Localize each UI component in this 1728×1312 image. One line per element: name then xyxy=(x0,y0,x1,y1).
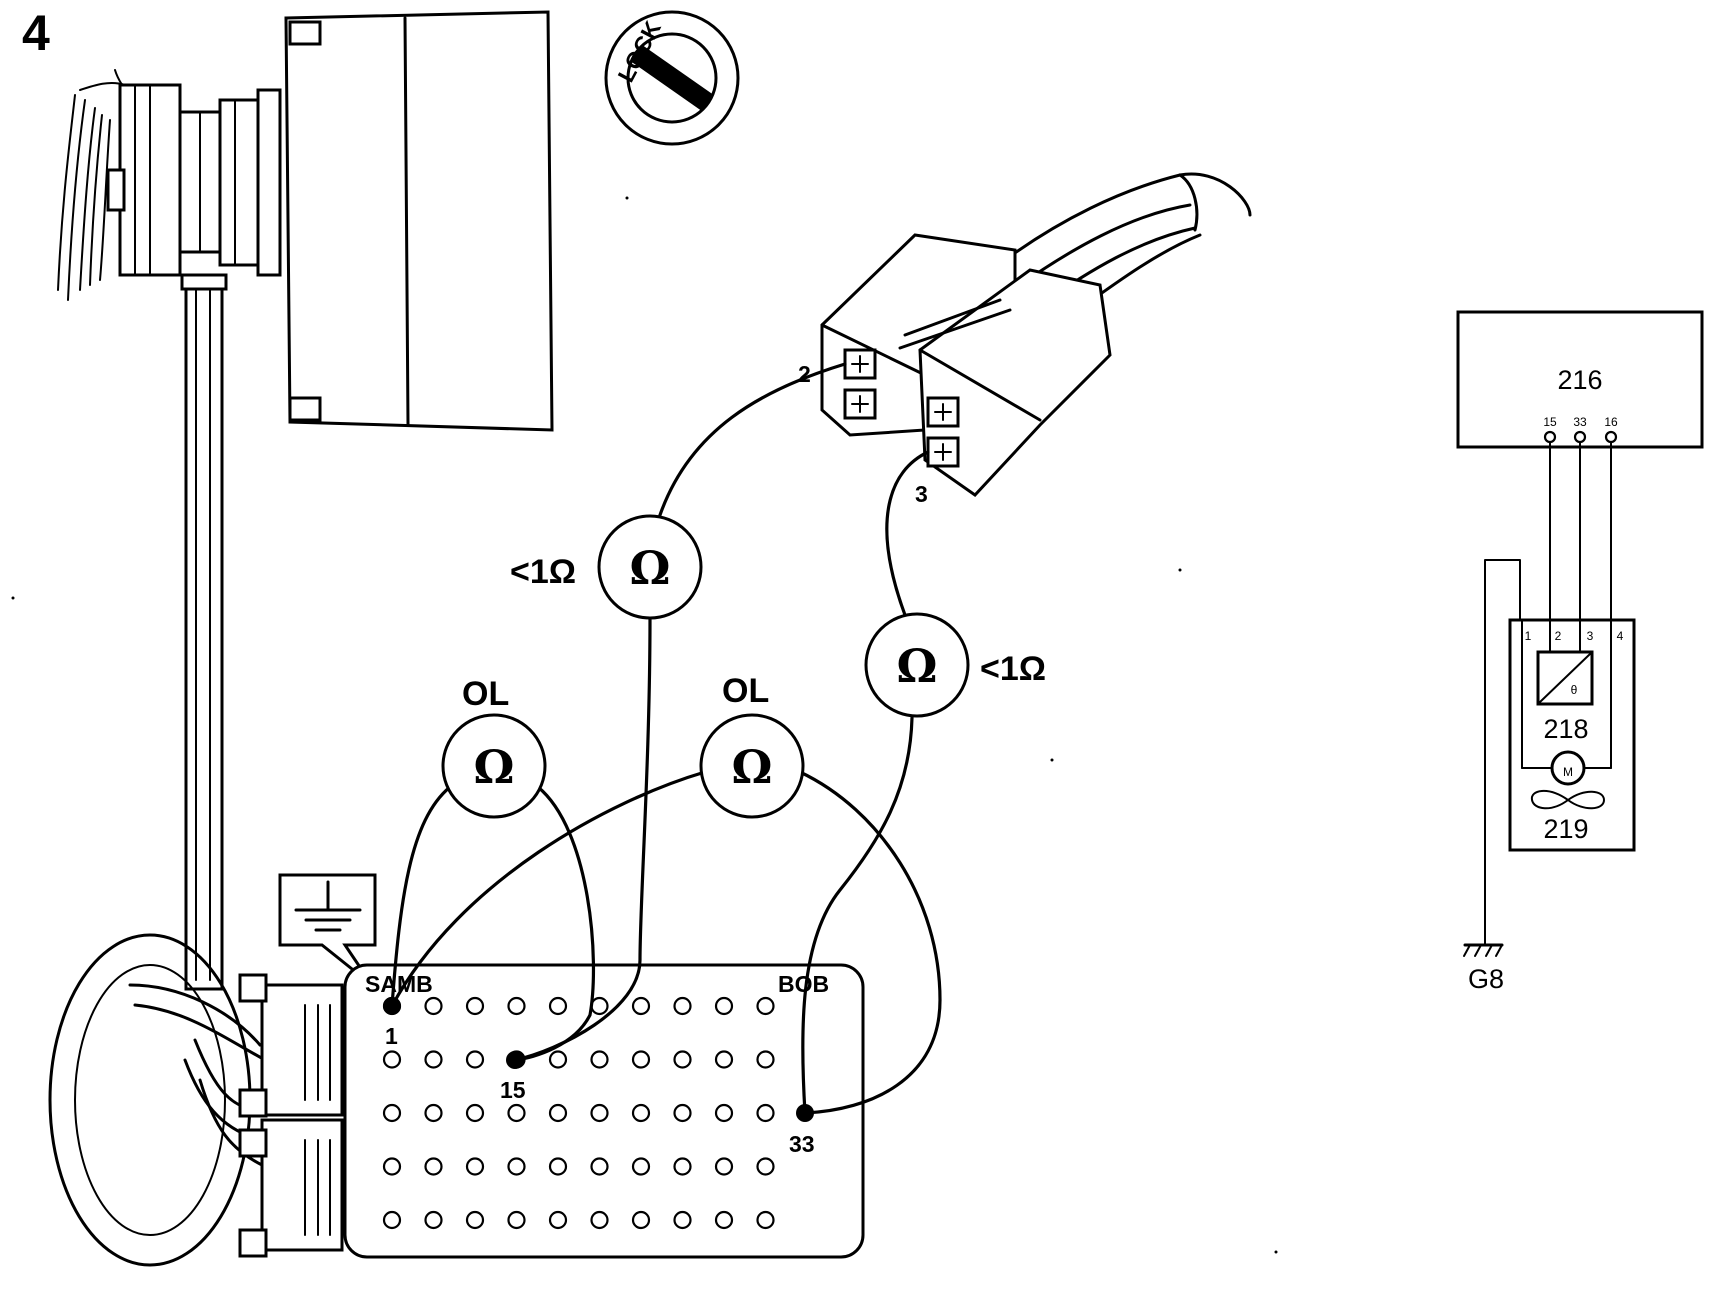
breakout-hole xyxy=(714,996,734,1016)
ohmmeter-3: Ω OL xyxy=(441,675,547,819)
breakout-hole xyxy=(424,996,443,1016)
breakout-hole xyxy=(631,1157,651,1176)
sensor-mark: θ xyxy=(1571,683,1578,697)
breakout-hole xyxy=(590,996,609,1016)
ohmmeter-3-reading: OL xyxy=(462,675,509,713)
breakout-hole xyxy=(756,1050,775,1069)
breakout-hole xyxy=(382,1103,402,1123)
breakout-hole xyxy=(714,1050,734,1069)
breakout-hole xyxy=(756,996,775,1016)
breakout-hole xyxy=(424,1157,443,1176)
breakout-hole xyxy=(548,1157,568,1176)
breakout-hole xyxy=(465,1210,485,1230)
test-leads xyxy=(390,362,942,1115)
breakout-hole xyxy=(714,1157,734,1176)
module-pin-16: 16 xyxy=(1604,415,1618,429)
ohmmeter-2-symbol: Ω xyxy=(897,639,938,693)
ground-icon xyxy=(294,880,362,932)
scan-specks xyxy=(11,196,1278,1254)
breakout-hole xyxy=(507,1210,526,1230)
component-pin-2: 2 xyxy=(1555,629,1562,643)
breakout-hole xyxy=(382,1157,402,1176)
breakout-hole xyxy=(382,1210,402,1230)
ground-label: G8 xyxy=(1468,964,1504,994)
breakout-box: SAMB BOB 1 15 33 xyxy=(343,963,865,1259)
breakout-pin-1-label: 1 xyxy=(385,1023,398,1049)
ohmmeter-2-reading: <1Ω xyxy=(980,650,1046,688)
motor-symbol: M xyxy=(1563,765,1573,779)
breakout-hole xyxy=(756,1210,775,1230)
breakout-hole xyxy=(382,1050,402,1069)
breakout-label-right: BOB xyxy=(778,971,829,997)
breakout-pin-15-label: 15 xyxy=(500,1077,526,1103)
breakout-hole xyxy=(424,1103,443,1123)
breakout-hole xyxy=(548,1050,568,1069)
connector-pin-2: 2 xyxy=(798,361,811,387)
breakout-hole xyxy=(507,1157,526,1176)
component-pin-3: 3 xyxy=(1587,629,1594,643)
breakout-hole xyxy=(465,996,485,1016)
breakout-hole xyxy=(756,1103,775,1123)
ohmmeter-1-reading: <1Ω xyxy=(510,553,576,591)
breakout-hole xyxy=(631,1210,651,1230)
breakout-hole xyxy=(465,1103,485,1123)
ground-callout xyxy=(278,873,377,987)
breakout-hole xyxy=(590,1210,609,1230)
fan-icon xyxy=(1530,790,1605,810)
harness-loop xyxy=(48,933,267,1267)
ohmmeter-4-reading: OL xyxy=(722,672,769,710)
connector-pin-3: 3 xyxy=(915,481,928,507)
motor-icon xyxy=(1550,750,1586,786)
breakout-hole xyxy=(631,1050,651,1069)
control-module xyxy=(284,10,554,432)
breakout-hole xyxy=(507,1103,526,1123)
ohmmeter-3-symbol: Ω xyxy=(474,740,515,794)
motor-219-label: 219 xyxy=(1543,814,1588,844)
breakout-pin-33-label: 33 xyxy=(789,1131,815,1157)
breakout-hole xyxy=(714,1210,734,1230)
module-216-label: 216 xyxy=(1557,365,1602,395)
ignition-lock: LOCK xyxy=(604,10,740,146)
breakout-hole xyxy=(714,1103,734,1123)
breakout-hole xyxy=(673,996,692,1016)
ohmmeter-1: Ω <1Ω xyxy=(510,514,703,620)
ohmmeter-4-symbol: Ω xyxy=(732,740,773,794)
component-pin-4: 4 xyxy=(1617,629,1624,643)
breakout-hole xyxy=(631,996,651,1016)
module-pin-15: 15 xyxy=(1543,415,1557,429)
schematic: 216 15 33 16 G8 1 2 3 4 θ xyxy=(1456,310,1704,994)
breakout-hole xyxy=(465,1157,485,1176)
breakout-hole xyxy=(756,1157,775,1176)
breakout-hole xyxy=(673,1103,692,1123)
module-pin-33: 33 xyxy=(1573,415,1587,429)
step-number: 4 xyxy=(22,5,50,61)
breakout-hole xyxy=(548,996,568,1016)
breakout-holes xyxy=(382,996,775,1230)
ohmmeter-4: Ω OL xyxy=(699,672,805,819)
component-pin-1: 1 xyxy=(1525,629,1532,643)
breakout-hole xyxy=(631,1103,651,1123)
breakout-hole xyxy=(590,1157,609,1176)
breakout-connectors xyxy=(238,973,344,1258)
breakout-hole xyxy=(465,1050,485,1069)
breakout-hole xyxy=(590,1103,609,1123)
breakout-hole xyxy=(673,1050,692,1069)
ohmmeter-2: Ω <1Ω xyxy=(864,612,1046,718)
breakout-hole xyxy=(424,1210,443,1230)
ohmmeter-1-symbol: Ω xyxy=(630,541,671,595)
breakout-hole xyxy=(424,1050,443,1069)
ground-symbol-icon xyxy=(1463,943,1504,957)
breakout-hole xyxy=(673,1157,692,1176)
harness-connector xyxy=(57,69,282,991)
twin-connector: 2 3 xyxy=(798,172,1252,507)
breakout-hole xyxy=(507,996,526,1016)
breakout-hole xyxy=(673,1210,692,1230)
breakout-hole xyxy=(590,1050,609,1069)
sensor-218-label: 218 xyxy=(1543,714,1588,744)
breakout-hole xyxy=(548,1210,568,1230)
breakout-hole xyxy=(548,1103,568,1123)
